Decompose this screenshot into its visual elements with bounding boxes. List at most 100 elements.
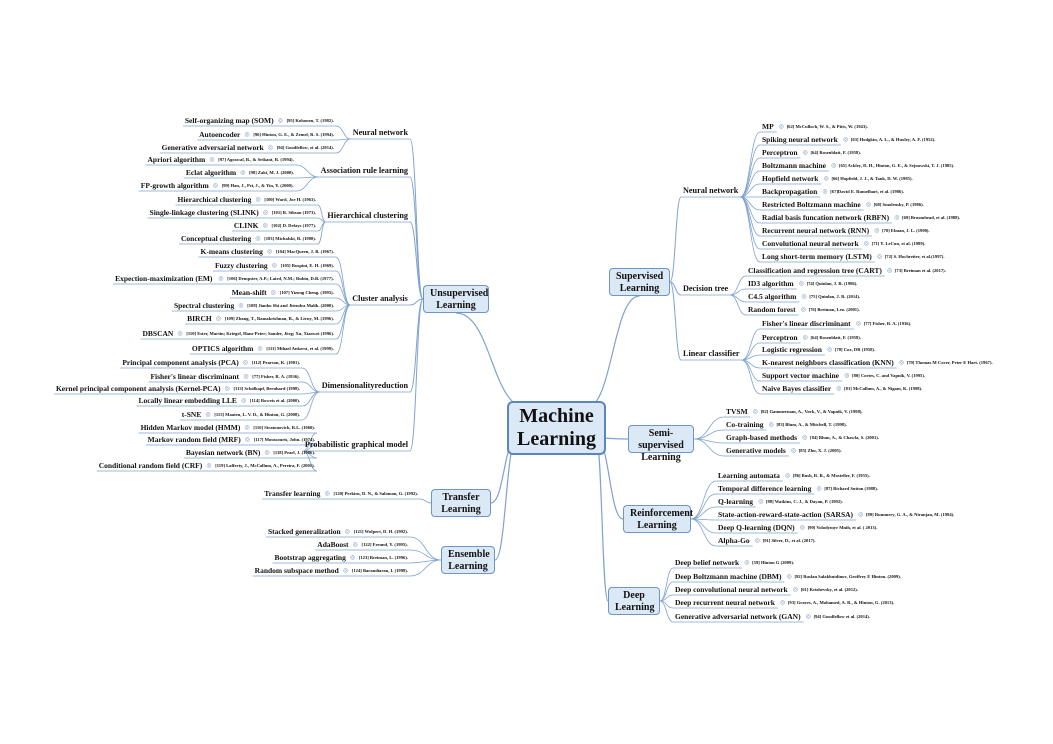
connector-line (659, 567, 674, 602)
reference-text: [118] Pearl, J. (1986). (273, 450, 315, 455)
reference-text: [121] Wolpert, D. H. (1992). (353, 529, 408, 534)
leaf-label: Co-training (726, 420, 764, 429)
leaf-label: C4.5 algorithm (748, 292, 797, 301)
reference-text: [64] Rosenblatt, F. (1958). (810, 335, 861, 340)
connector-line (317, 217, 326, 223)
reference-text: [95] Kohonen, T. (1982). (286, 118, 334, 123)
reference-text: [74] Quinlan, J. R. (1986). (806, 281, 858, 286)
connector-line (409, 221, 424, 300)
leaf-label: AdaBoost (317, 540, 349, 549)
reference-text: [62] McCulloch, W. S., & Pitts, W. (1943… (786, 124, 868, 129)
leaf-label: Spectral clustering (174, 301, 235, 310)
connector-line (317, 221, 326, 245)
leaf-label: Generative adversarial network (GAN) (675, 612, 801, 621)
leaf-label: Random subspace method (254, 566, 339, 575)
leaf-label: t-SNE (181, 410, 202, 419)
ref-marker-icon: ◎ (876, 254, 883, 260)
connector-line (295, 164, 319, 178)
leaf-label: Generative adversarial network (161, 143, 264, 152)
leaf-label: Expection-maximization (EM) (115, 274, 213, 283)
ref-marker-icon: ◎ (863, 241, 869, 247)
ref-marker-icon: ◎ (244, 132, 250, 138)
leaf-label: Logistic regression (762, 345, 822, 354)
leaf-label: OPTICS algorithm (191, 344, 254, 353)
connector-line (409, 298, 424, 452)
ref-marker-icon: ◎ (215, 316, 221, 322)
connector-line (740, 157, 761, 198)
reference-text: [106] Dempster, A.P.; Laird, N.M.; Rubin… (227, 276, 334, 281)
ref-marker-icon: ◎ (267, 145, 273, 151)
ref-marker-icon: ◎ (826, 347, 833, 353)
ref-marker-icon: ◎ (177, 331, 183, 337)
reference-text: [96] Hinton, G. E., & Zemel, R. S. (1994… (253, 132, 334, 137)
reference-text: [120] Perkins, D. N., & Salomon, G. (199… (333, 491, 418, 496)
reference-text: [107] Yizong Cheng. (1995). (279, 290, 334, 295)
connector-line (740, 196, 761, 224)
reference-text: [63] Hodgkin, A. L., & Huxley, A. F. (19… (850, 137, 936, 142)
connector-line (335, 270, 351, 306)
reference-text: [75] Quinlan, J. R. (2014). (809, 294, 861, 299)
connector-line (409, 559, 442, 577)
ref-marker-icon: ◎ (206, 463, 212, 469)
leaf-label: Classification and regression tree (CART… (748, 266, 882, 275)
ref-marker-icon: ◎ (266, 249, 273, 255)
leaf-label: Markov random field (MRF) (147, 435, 241, 444)
ref-marker-icon: ◎ (792, 587, 798, 593)
connector-line (419, 498, 432, 504)
main-branch-semi: Semi-supervised Learning (628, 425, 694, 463)
leaf-label: DBSCAN (142, 329, 174, 338)
main-branch-transfer: Transfer Learning (431, 489, 491, 517)
ref-marker-icon: ◎ (243, 374, 249, 380)
reference-text: [77] Fisher, R. A. (1936). (252, 374, 300, 379)
leaf-label: Radial basis funcation network (RBFN) (762, 213, 890, 222)
ref-marker-icon: ◎ (802, 335, 808, 341)
main-branch-ensemble: Ensemble Learning (441, 546, 495, 574)
leaf-label: Long short-term memory (LSTM) (762, 252, 872, 261)
leaf-label: K-nearest neighbors classification (KNN) (762, 358, 894, 367)
reference-text: [100] Ward, Joe H. (1963). (264, 197, 316, 202)
leaf-label: Deep recurrent neural network (675, 598, 775, 607)
reference-text: [93] Graves, A., Mohamed, A. R., & Hinto… (787, 600, 895, 605)
reference-text: [97] Agrawal, R., & Srikant, R. (1994). (218, 157, 294, 162)
reference-text: [69] Broomhead, et al. (1988). (902, 215, 961, 220)
ref-marker-icon: ◎ (270, 290, 276, 296)
ref-marker-icon: ◎ (349, 555, 356, 561)
ref-marker-icon: ◎ (802, 150, 808, 156)
leaf-label: Conditional random field (CRF) (98, 461, 203, 470)
ref-marker-icon: ◎ (255, 236, 261, 242)
ref-marker-icon: ◎ (805, 614, 811, 620)
leaf-label: Graph-based methods (726, 433, 798, 442)
connector-line (669, 196, 682, 283)
leaf-label: Self-organizing map (SOM) (184, 116, 274, 125)
leaf-label: Generative models (726, 446, 786, 455)
ref-marker-icon: ◎ (262, 210, 268, 216)
reference-text: [79] Thomas M Cover, Peter E Hart. (1967… (906, 360, 993, 365)
ref-marker-icon: ◎ (830, 163, 837, 169)
leaf-label: MP (762, 122, 774, 131)
reference-text: [65] Ackley, D. H., Hinton, G. E., & Sej… (838, 163, 955, 168)
ref-marker-icon: ◎ (823, 176, 829, 182)
ref-marker-icon: ◎ (238, 303, 244, 309)
leaf-label: Restricted Boltzmann machine (762, 200, 861, 209)
ref-marker-icon: ◎ (244, 437, 250, 443)
group-label: Probabilistic graphical model (304, 440, 408, 449)
leaf-label: Deep Boltzmann machine (DBM) (675, 572, 782, 581)
reference-text: [84] Blum, A., & Chawla, S. (2001). (810, 435, 879, 440)
leaf-label: CLINK (233, 221, 259, 230)
group-label: Linear classifier (683, 349, 740, 358)
leaf-label: BIRCH (187, 314, 212, 323)
reference-text: [109] Zhang, T., Ramakrishnan, R., & Liv… (224, 316, 334, 321)
reference-text: [116] Stratonovich, R.L. (1960). (253, 425, 315, 430)
connector-line (690, 493, 717, 520)
connector-line (690, 518, 717, 534)
ref-marker-icon: ◎ (768, 422, 774, 428)
connector-line (690, 480, 717, 520)
leaf-label: Autoencoder (199, 130, 241, 139)
leaf-label: Single-linkage clustering (SLINK) (149, 208, 259, 217)
connector-line (659, 600, 674, 623)
ref-marker-icon: ◎ (842, 137, 849, 143)
leaf-label: Deep belief network (675, 558, 740, 567)
leaf-label: Support vector machine (762, 371, 839, 380)
ref-marker-icon: ◎ (855, 321, 861, 327)
reference-text: [101] R. Sibson (1973). (271, 210, 316, 215)
